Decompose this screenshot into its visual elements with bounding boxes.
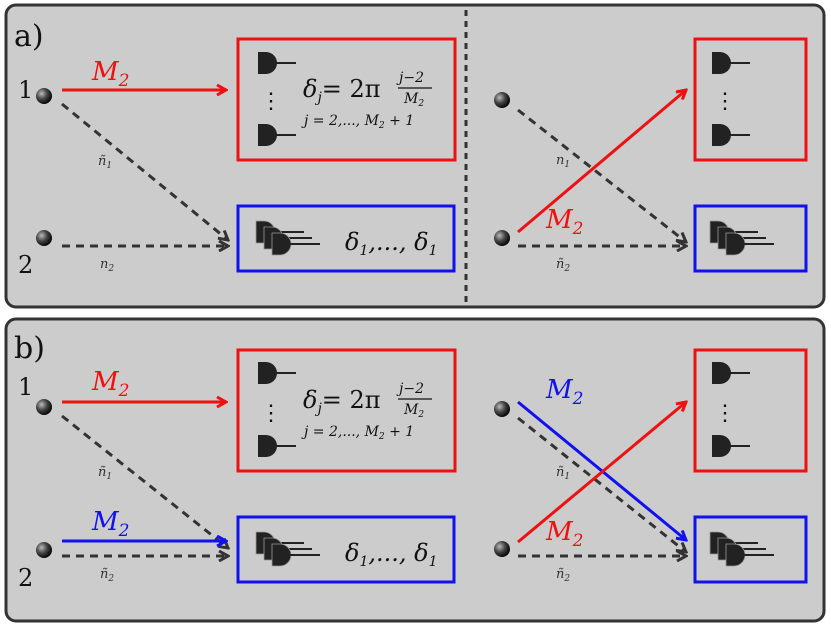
dashed-arrow-n1 <box>517 416 686 552</box>
panel-a: a) 1 2 M2 ñ1 n2 ⋮ δj= 2π j−2 M2 j = 2,..… <box>4 3 826 309</box>
blue-detector-box <box>236 515 456 584</box>
blue-box-phases: δ1,..., δ1 <box>345 539 438 570</box>
input-mode-1-ball <box>494 401 510 417</box>
phase-range: j = 2,..., M2 + 1 <box>301 424 414 442</box>
blue-arrow-label: M2 <box>91 507 129 541</box>
input-mode-2-ball <box>36 230 52 246</box>
phase-frac-num: j−2 <box>396 70 424 86</box>
red-arrow-mode2 <box>517 402 686 544</box>
dashed-arrow-n1 <box>61 102 228 240</box>
blue-detector-box <box>236 204 456 273</box>
red-arrow-label: M2 <box>545 517 583 551</box>
panel-b: b) 1 2 M2 ñ1 M2 ñ2 ⋮ δj= 2π j−2 M2 j = 2… <box>4 317 826 623</box>
mode-2-label: 2 <box>18 251 33 279</box>
dashed-label-n2: n2 <box>100 257 114 274</box>
red-arrow-label: M2 <box>91 57 129 91</box>
input-mode-1-ball <box>494 92 510 108</box>
vertical-ellipsis: ⋮ <box>714 89 736 114</box>
input-mode-2-ball <box>494 541 510 557</box>
input-mode-1-ball <box>36 88 52 104</box>
vertical-ellipsis: ⋮ <box>714 401 736 426</box>
dashed-label-n2: ñ2 <box>556 567 570 584</box>
red-arrow-label: M2 <box>545 205 583 239</box>
red-arrow-label: M2 <box>91 367 129 401</box>
red-arrow-mode2 <box>517 90 686 234</box>
blue-detector-box <box>693 515 808 584</box>
panel-a-label: a) <box>14 19 44 54</box>
panel-b-label: b) <box>14 331 45 366</box>
dashed-label-n2: ñ2 <box>100 567 114 584</box>
dashed-label-n1: ñ1 <box>556 465 570 482</box>
red-detector-box <box>236 348 457 473</box>
dashed-label-n1: ñ1 <box>98 154 112 171</box>
input-mode-1-ball <box>36 399 52 415</box>
mode-2-label: 2 <box>18 564 33 592</box>
input-mode-2-ball <box>36 542 52 558</box>
dashed-label-n1: n1 <box>556 153 570 170</box>
mode-1-label: 1 <box>18 76 33 104</box>
phase-frac-den: M2 <box>403 91 424 109</box>
phase-range: j = 2,..., M2 + 1 <box>301 113 414 131</box>
blue-arrow-label: M2 <box>545 375 583 409</box>
dashed-label-n1: ñ1 <box>98 465 112 482</box>
vertical-ellipsis: ⋮ <box>260 401 282 426</box>
blue-box-phases: δ1,..., δ1 <box>345 228 438 259</box>
blue-detector-box <box>693 204 808 273</box>
panel-a-frame <box>4 3 826 309</box>
phase-formula: δj= 2π <box>303 386 381 417</box>
red-detector-box <box>693 348 808 473</box>
dashed-arrow-n1 <box>517 108 686 242</box>
input-mode-2-ball <box>494 230 510 246</box>
dashed-label-n2: ñ2 <box>556 257 570 274</box>
dashed-arrow-n1 <box>61 414 228 548</box>
red-detector-box <box>693 37 808 162</box>
red-detector-box <box>236 37 457 162</box>
vertical-ellipsis: ⋮ <box>260 89 282 114</box>
phase-formula: δj= 2π <box>303 75 381 106</box>
mode-1-label: 1 <box>18 373 33 401</box>
phase-frac-den: M2 <box>403 402 424 420</box>
phase-frac-num: j−2 <box>396 381 424 397</box>
